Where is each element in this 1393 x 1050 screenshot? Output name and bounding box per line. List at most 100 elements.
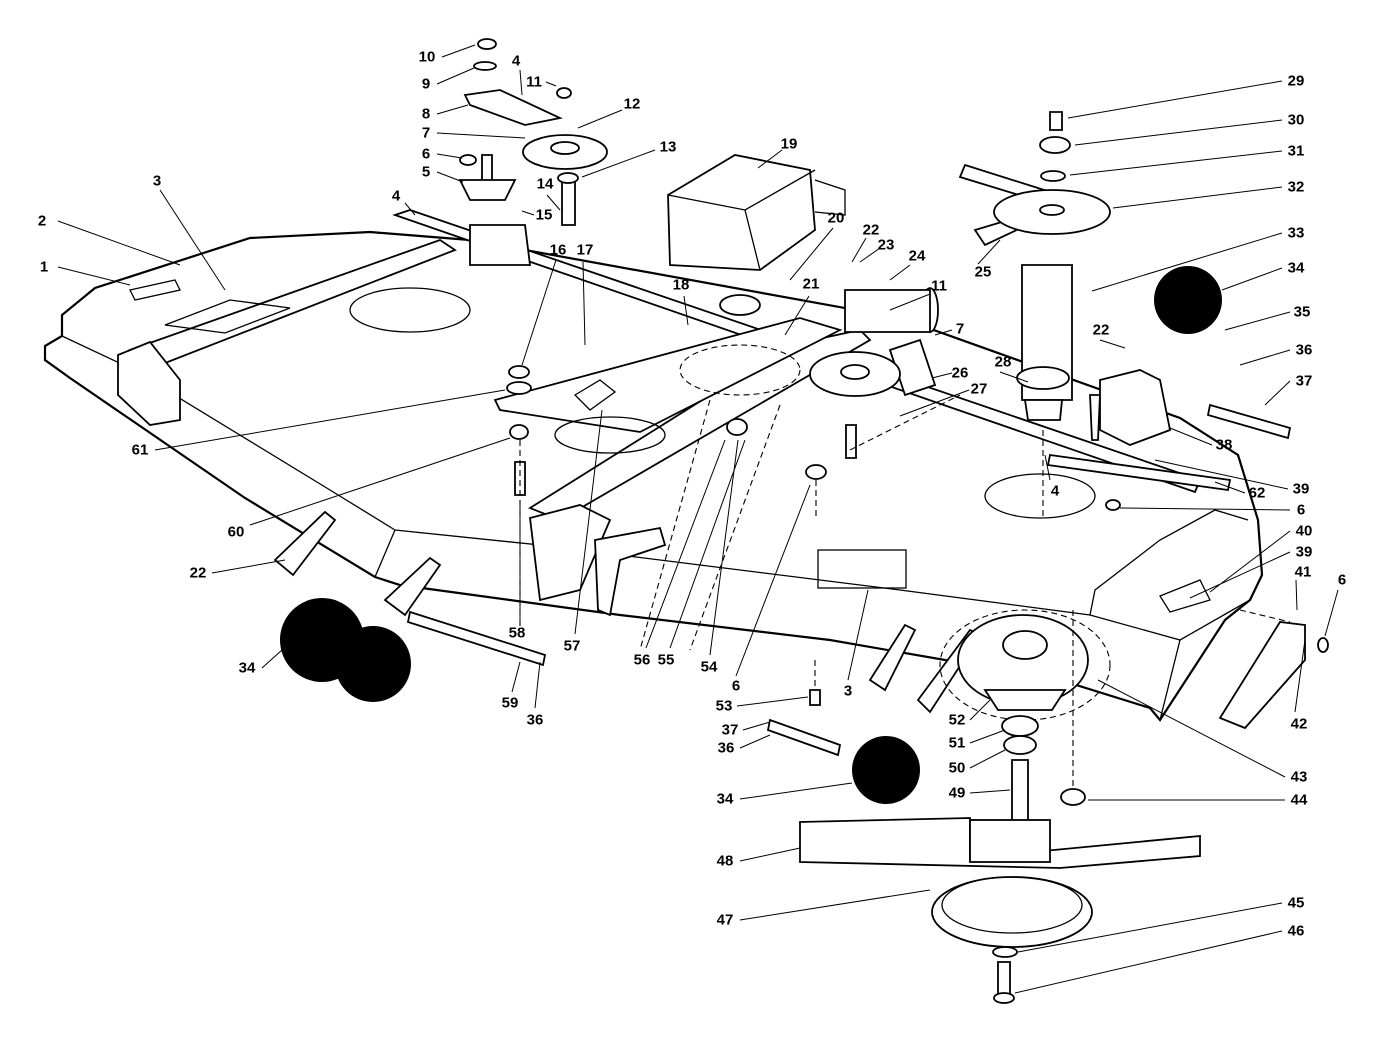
- callout-c39a: 39: [1292, 480, 1310, 498]
- gearbox-output: [814, 179, 846, 216]
- callout-c22a: 22: [862, 221, 880, 239]
- wheel-arm-front: [383, 556, 442, 617]
- nut-6b: [1105, 499, 1121, 511]
- callout-c8: 8: [421, 105, 431, 123]
- bolt-46-head: [993, 992, 1015, 1004]
- deck-side-plate: [1089, 509, 1249, 616]
- callout-c46: 46: [1287, 922, 1305, 940]
- left-spindle-opening: [349, 287, 471, 333]
- callout-c4b: 4: [511, 52, 521, 70]
- callout-c11a: 11: [526, 73, 542, 91]
- callout-c3b: 3: [843, 682, 853, 700]
- callout-c34c: 34: [238, 659, 256, 677]
- callout-c53: 53: [715, 697, 733, 715]
- callout-c9: 9: [421, 75, 431, 93]
- callout-c56: 56: [633, 651, 651, 669]
- washer-45: [992, 946, 1018, 958]
- callout-c21: 21: [802, 275, 820, 293]
- callout-c57: 57: [563, 637, 581, 655]
- drive-pulley-hub: [1039, 204, 1065, 216]
- callout-c58: 58: [508, 624, 526, 642]
- nut-10: [477, 38, 497, 50]
- decal-right: [1159, 579, 1211, 613]
- bracket-front-center: [594, 526, 667, 617]
- bushing-60: [509, 424, 529, 440]
- gauge-wheel-front-center: [852, 736, 920, 804]
- callout-c3a: 3: [152, 172, 162, 190]
- callout-c18: 18: [672, 276, 690, 294]
- spindle-body: [983, 689, 1067, 711]
- callout-c35: 35: [1293, 303, 1311, 321]
- bolt-29: [1049, 111, 1063, 131]
- bearing-51: [1001, 715, 1039, 737]
- callout-c7a: 7: [421, 124, 431, 142]
- center-pulley-bolt: [845, 424, 857, 459]
- callout-c34b: 34: [716, 790, 734, 808]
- callout-c10: 10: [418, 48, 436, 66]
- bolt-center: [1089, 394, 1101, 441]
- axle-59: [406, 610, 547, 667]
- callout-c48: 48: [716, 852, 734, 870]
- center-pulley-hub: [840, 364, 870, 380]
- blade-plate-inner: [941, 876, 1083, 934]
- bolt-53: [809, 689, 821, 706]
- callout-c42: 42: [1290, 715, 1308, 733]
- belt-path-hidden: [679, 344, 801, 396]
- deck-front-skirt: [374, 529, 1181, 721]
- washer-31: [1040, 170, 1066, 182]
- gauge-wheel-front-left-2: [335, 626, 411, 702]
- callout-c47: 47: [716, 911, 734, 929]
- cylinder-body: [844, 289, 931, 333]
- callout-c37a: 37: [1295, 372, 1313, 390]
- callout-c45: 45: [1287, 894, 1305, 912]
- discharge-chute: [1218, 621, 1306, 730]
- callout-c34a: 34: [1287, 259, 1305, 277]
- callout-c51: 51: [948, 734, 966, 752]
- callout-c33: 33: [1287, 224, 1305, 242]
- hidden-line-g: [849, 394, 961, 451]
- callout-c22c: 22: [189, 564, 207, 582]
- callout-c26: 26: [951, 364, 969, 382]
- callout-c6d: 6: [731, 677, 741, 695]
- bearing-50: [1003, 735, 1037, 755]
- nut-11a: [556, 87, 572, 99]
- callout-c28: 28: [994, 353, 1012, 371]
- bracket-left: [117, 340, 181, 426]
- callout-c29: 29: [1287, 72, 1305, 90]
- callout-c38: 38: [1215, 436, 1233, 454]
- callout-c12: 12: [623, 95, 641, 113]
- bushing-54: [726, 418, 748, 436]
- callout-c2: 2: [37, 212, 47, 230]
- nut-6a: [459, 154, 477, 166]
- callout-c6a: 6: [421, 145, 431, 163]
- gearbox-top: [667, 169, 816, 271]
- callout-c60: 60: [227, 523, 245, 541]
- nut-44: [1060, 788, 1086, 806]
- callout-c40: 40: [1295, 522, 1313, 540]
- decal-rear: [164, 299, 291, 334]
- washer-61: [506, 381, 532, 395]
- callout-c32: 32: [1287, 178, 1305, 196]
- callout-c50: 50: [948, 759, 966, 777]
- callout-c13: 13: [659, 138, 677, 156]
- bearing-28: [1016, 366, 1070, 390]
- bracket-rear: [469, 224, 532, 266]
- callout-c11b: 11: [931, 277, 947, 295]
- callout-c1: 1: [39, 258, 49, 276]
- callout-c16: 16: [549, 241, 567, 259]
- nut-6d: [805, 464, 827, 480]
- wheel-arm-left: [273, 510, 337, 577]
- callout-c41: 41: [1294, 563, 1312, 581]
- callout-c4c: 4: [1050, 482, 1060, 500]
- gauge-wheel-rear-right: [1154, 266, 1222, 334]
- bolt-58: [514, 461, 526, 496]
- bracket-right: [888, 338, 937, 397]
- bolt-46: [997, 961, 1011, 996]
- gearbox-shaft: [719, 294, 761, 316]
- callout-c61: 61: [131, 441, 149, 459]
- shaft-37: [1206, 403, 1292, 440]
- gearbox-housing: [667, 154, 816, 271]
- idler-plate: [493, 317, 843, 433]
